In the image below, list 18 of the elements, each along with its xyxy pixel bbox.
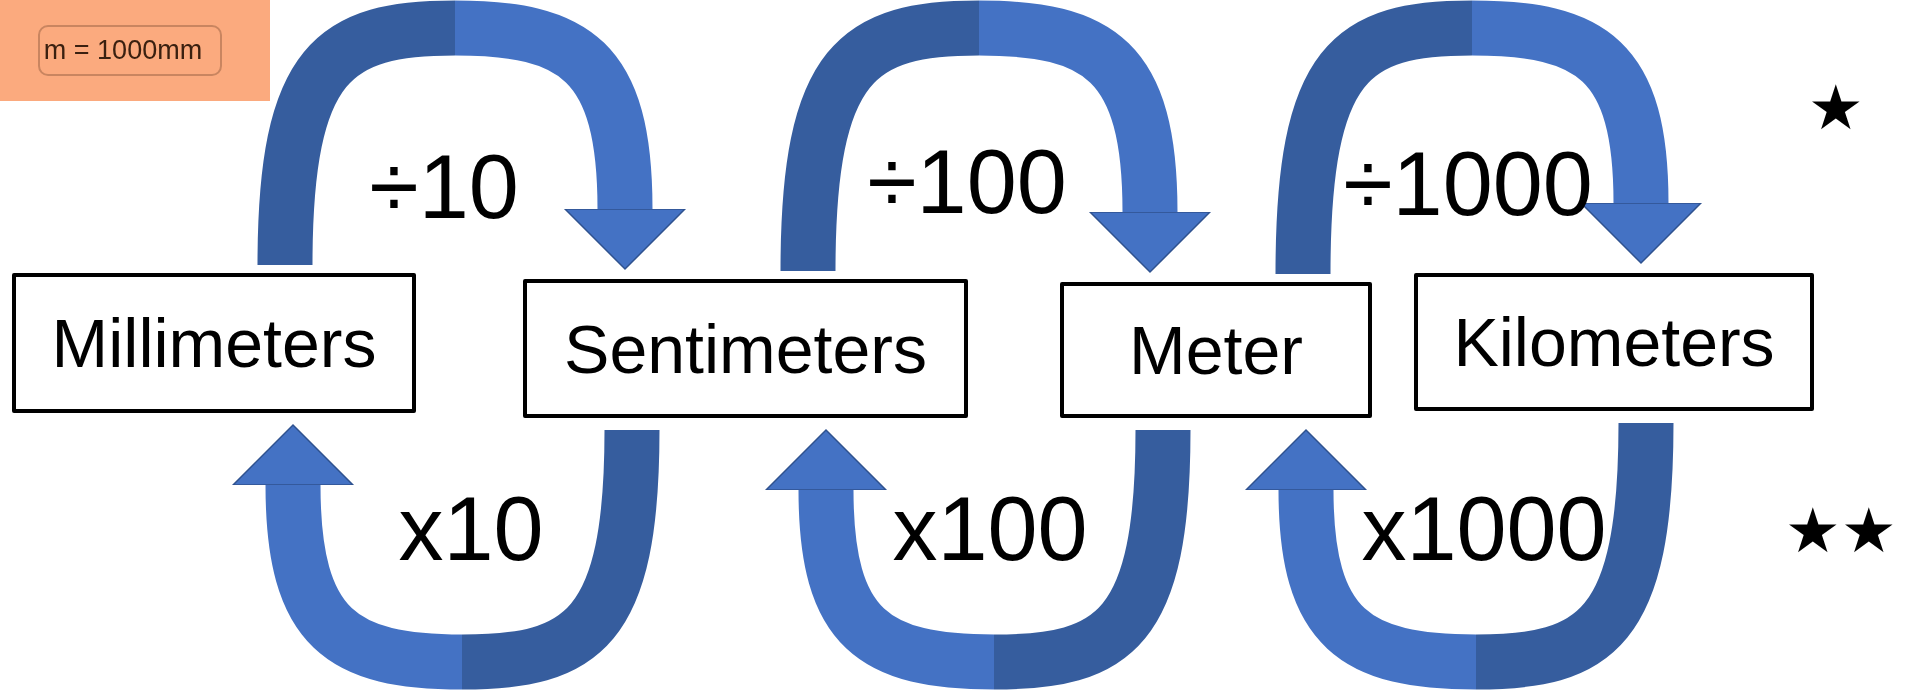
edge-label: x1000 [1361, 484, 1607, 574]
edge-label: ÷10 [369, 142, 519, 232]
edge-label: x100 [892, 484, 1088, 574]
unit-box [1060, 282, 1372, 418]
unit-box [523, 279, 968, 418]
unit-label: Millimeters [51, 304, 377, 382]
note-box [0, 0, 270, 101]
unit-box [1414, 273, 1814, 411]
unit-label: Kilometers [1453, 303, 1775, 381]
star-rating: ★★ [1785, 500, 1897, 562]
conversion-note: m = 1000mm [37, 25, 223, 76]
edge-label: x10 [398, 484, 544, 574]
unit-label: Meter [1129, 311, 1303, 389]
unit-box [12, 273, 416, 413]
unit-label: Sentimeters [564, 309, 927, 388]
star-rating: ★ [1808, 77, 1864, 139]
edge-label: ÷1000 [1343, 139, 1593, 229]
edge-label: ÷100 [867, 137, 1067, 227]
